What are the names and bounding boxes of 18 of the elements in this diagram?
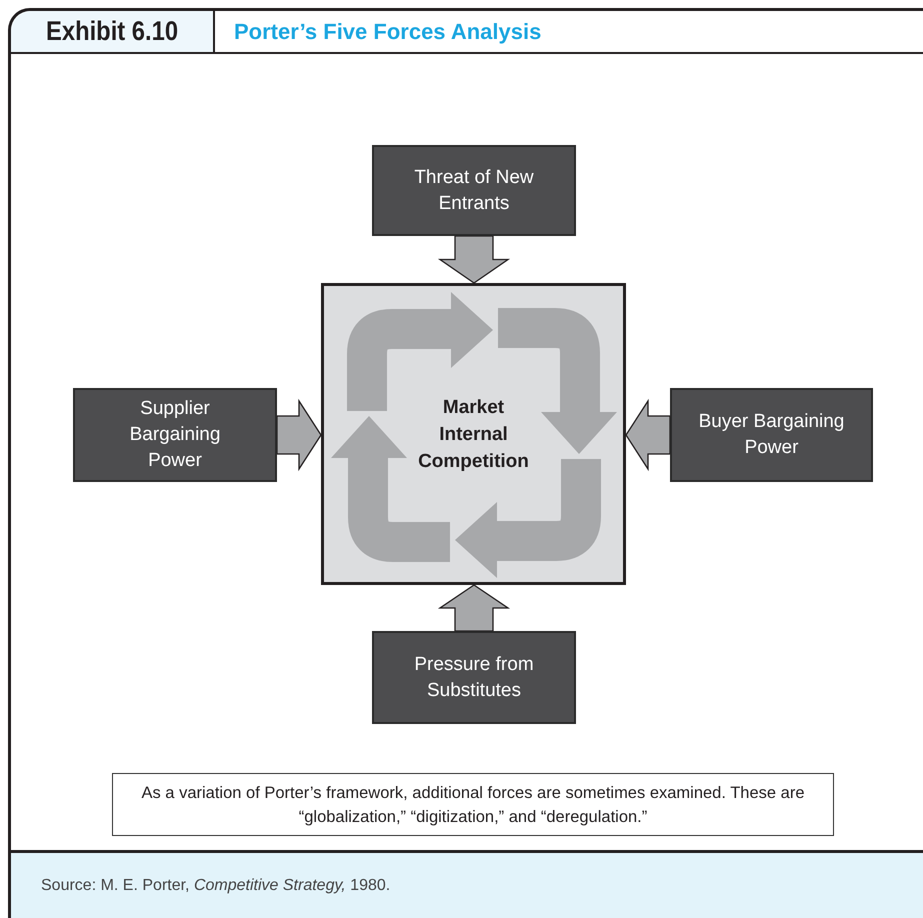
force-box bbox=[372, 631, 576, 724]
node-text: Buyer Bargaining Power bbox=[698, 410, 846, 460]
node-text: Threat of New Entrants bbox=[413, 166, 535, 216]
exhibit-title: Porter’s Five Forces Analysis bbox=[234, 18, 542, 46]
exhibit-number: Exhibit 6.10 bbox=[46, 16, 178, 47]
node-text: Market Internal Competition bbox=[417, 396, 530, 474]
block-arrow bbox=[276, 398, 322, 472]
block-arrow bbox=[438, 235, 510, 284]
note-box bbox=[112, 773, 834, 836]
node-text: Supplier Bargaining Power bbox=[128, 397, 222, 473]
force-box bbox=[372, 145, 576, 236]
block-arrow bbox=[438, 584, 510, 632]
node-text: Pressure from Substitutes bbox=[413, 652, 535, 702]
force-box bbox=[670, 388, 873, 482]
force-box bbox=[73, 388, 277, 482]
block-arrow bbox=[625, 398, 671, 472]
node-text: As a variation of Porter’s framework, additional forces are sometimes examined. These are “globalization,” “digitization,” and “deregulation.” bbox=[140, 782, 806, 828]
source-caption: Source: M. E. Porter, Competitive Strategy, 1980. bbox=[41, 876, 390, 894]
